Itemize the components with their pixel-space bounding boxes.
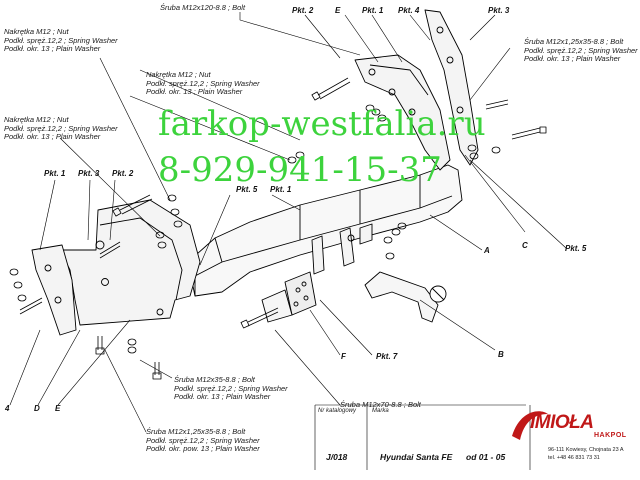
vehicle-model: Hyundai Santa FE — [380, 452, 453, 462]
nut-left-top-label: Nakrętka M12 ; Nut Podkł. spręż.12,2 ; S… — [4, 27, 118, 53]
bolt-m70-label: Śruba M12x70-8.8 ; Bolt — [340, 400, 421, 409]
imiola-logo: IMIOŁA — [530, 412, 594, 433]
company-address: 96-111 Kowiesy, Chojnata 23 A — [548, 447, 624, 453]
leader-lines — [9, 12, 567, 433]
e-top-marker: E — [335, 6, 341, 15]
four-marker: 4 — [5, 404, 10, 413]
pkt7-marker: Pkt. 7 — [376, 352, 398, 361]
bolt-right-top-label: Śruba M12x1,25x35-8.8 ; Bolt Podkł. sprę… — [524, 37, 638, 63]
watermark-phone: 8-929-941-15-37 — [158, 150, 442, 190]
pkt3-left-marker: Pkt. 3 — [78, 169, 100, 178]
c-marker: C — [522, 241, 528, 250]
a-marker: A — [484, 246, 490, 255]
cross-beam — [187, 164, 463, 297]
vehicle-years: od 01 - 05 — [466, 452, 506, 462]
company-phone: tel. +48 46 831 73 31 — [548, 455, 600, 461]
d-marker: D — [34, 404, 40, 413]
logo-swoosh — [512, 411, 548, 440]
right-bracket — [354, 9, 479, 171]
tow-ball-neck — [364, 271, 447, 323]
pkt5-right-marker: Pkt. 5 — [565, 244, 587, 253]
bolt-center-bottom-label: Śruba M12x35-8.8 ; Bolt Podkł. spręż.12,… — [174, 375, 288, 401]
nut-left-mid-label: Nakrętka M12 ; Nut Podkł. spręż.12,2 ; S… — [4, 115, 118, 141]
pkt1-top-marker: Pkt. 1 — [362, 6, 384, 15]
watermark-site: farkop-westfalia.ru — [158, 104, 486, 144]
f-marker: F — [341, 352, 346, 361]
bolt-left-bottom-label: Śruba M12x1,25x35-8.8 ; Bolt Podkł. sprę… — [146, 427, 260, 453]
nut-center-label: Nakrętka M12 ; Nut Podkł. spręż.12,2 ; S… — [146, 70, 260, 96]
pkt2-left-marker: Pkt. 2 — [112, 169, 134, 178]
b-marker: B — [498, 350, 504, 359]
pkt3-top-marker: Pkt. 3 — [488, 6, 510, 15]
bolts — [19, 77, 547, 380]
hakpol-logo: HAKPOL — [594, 432, 627, 439]
top-bolt-label: Śruba M12x120-8.8 ; Bolt — [160, 3, 246, 12]
catalog-number-value: J/018 — [326, 452, 348, 462]
socket-plate — [261, 271, 317, 323]
make-header: Marka — [372, 408, 389, 414]
pkt1-mid-marker: Pkt. 1 — [270, 185, 292, 194]
left-bracket — [31, 199, 201, 336]
pkt4-top-marker: Pkt. 4 — [398, 6, 420, 15]
pkt2-top-marker: Pkt. 2 — [292, 6, 314, 15]
e-bottom-marker: E — [55, 404, 61, 413]
catalog-number-header: Nr katalogowy — [318, 408, 357, 414]
pkt1-left-marker: Pkt. 1 — [44, 169, 66, 178]
nuts-and-washers — [9, 104, 501, 354]
beam-tabs — [311, 223, 373, 275]
pkt5-mid-marker: Pkt. 5 — [236, 185, 258, 194]
